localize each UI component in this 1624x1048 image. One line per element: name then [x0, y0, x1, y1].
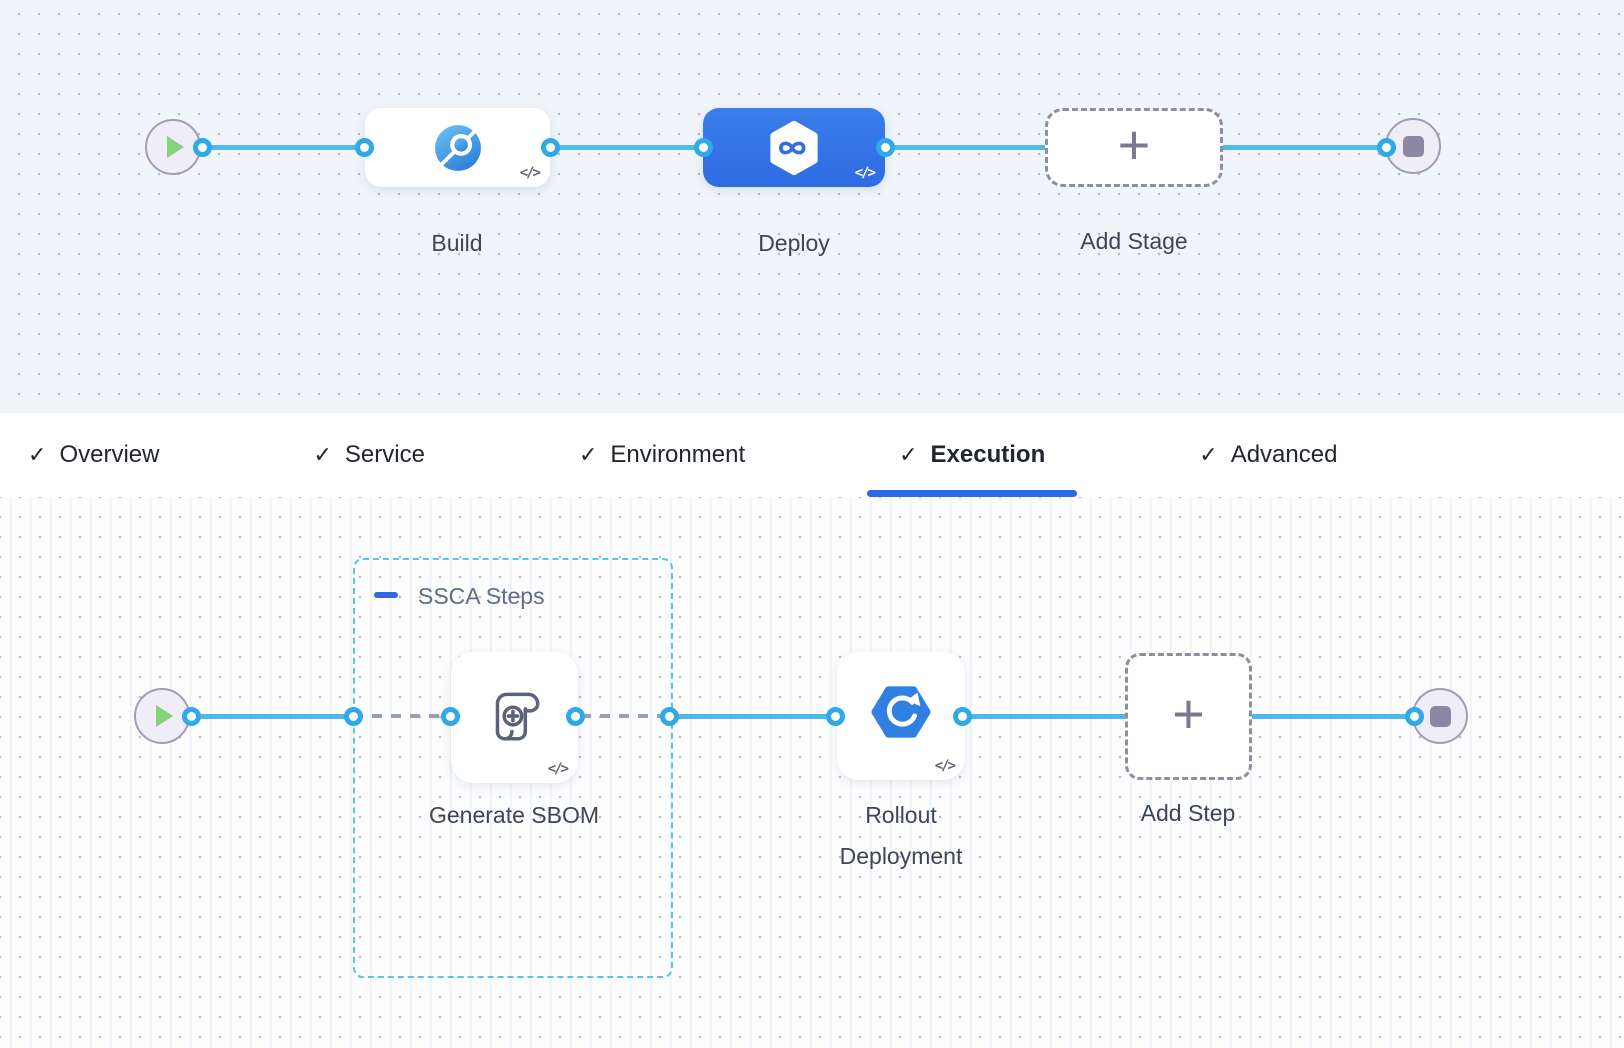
stop-icon: [1429, 705, 1451, 727]
plus-icon: +: [1117, 112, 1151, 176]
stage-node-deploy[interactable]: </>: [703, 108, 885, 187]
exec-edge-line: [669, 714, 1414, 719]
connector-dot: [1377, 138, 1396, 157]
connector-dot: [694, 138, 713, 157]
connector-dot: [344, 707, 363, 726]
stage-config-tabbar: ✓ Overview ✓ Service ✓ Environment ✓ Exe…: [0, 413, 1624, 497]
tab-label: Overview: [59, 441, 160, 468]
connector-dot: [566, 707, 585, 726]
cd-deploy-icon: [770, 120, 818, 175]
play-icon: [156, 705, 173, 727]
tab-advanced[interactable]: ✓ Advanced: [1177, 413, 1359, 497]
stage-label-deploy: Deploy: [758, 230, 830, 256]
check-icon: ✓: [578, 442, 598, 467]
step-node-generate-sbom[interactable]: </>: [451, 652, 578, 783]
connector-dot: [660, 707, 679, 726]
code-icon: </>: [934, 758, 956, 774]
plus-icon: +: [1172, 681, 1205, 745]
tab-overview[interactable]: ✓ Overview: [6, 413, 181, 497]
tab-label: Environment: [610, 441, 746, 468]
sbom-scroll-icon: [495, 692, 539, 741]
step-group-ssca[interactable]: [353, 558, 673, 978]
code-icon: </>: [519, 165, 541, 181]
add-step-button[interactable]: +: [1125, 653, 1252, 780]
tab-execution[interactable]: ✓ Execution: [867, 413, 1078, 497]
step-label-generate-sbom: Generate SBOM: [428, 802, 600, 828]
active-tab-underline: [867, 490, 1078, 497]
step-node-rollout-deployment[interactable]: </>: [837, 652, 965, 780]
check-icon: ✓: [313, 442, 332, 467]
rollout-icon: [871, 686, 931, 738]
tab-label: Advanced: [1230, 441, 1338, 468]
check-icon: ✓: [28, 442, 47, 467]
step-label-add-step: Add Step: [1140, 800, 1236, 826]
check-icon: ✓: [1199, 442, 1218, 467]
code-icon: </>: [854, 165, 876, 181]
connector-dot: [182, 707, 201, 726]
play-icon: [167, 136, 184, 158]
step-label-rollout-deployment: Rollout Deployment: [839, 802, 963, 869]
step-group-label: SSCA Steps: [418, 583, 545, 609]
code-icon: </>: [547, 761, 569, 777]
stage-graph-canvas[interactable]: </> </> + Build Deploy Add Stage: [0, 0, 1624, 413]
check-icon: ✓: [899, 442, 918, 467]
stage-label-add-stage: Add Stage: [1080, 228, 1188, 254]
tab-label: Execution: [930, 441, 1046, 468]
add-stage-button[interactable]: +: [1045, 108, 1223, 187]
connector-dot: [876, 138, 895, 157]
connector-dot: [355, 138, 374, 157]
connector-dot: [953, 707, 972, 726]
tab-environment[interactable]: ✓ Environment: [557, 413, 767, 497]
stage-node-build[interactable]: </>: [365, 108, 550, 187]
pipeline-start-node: [145, 119, 201, 175]
connector-dot: [193, 138, 212, 157]
connector-dot: [441, 707, 460, 726]
collapse-group-icon[interactable]: [374, 592, 398, 598]
connector-dot: [826, 707, 845, 726]
connector-dot: [541, 138, 560, 157]
execution-graph-canvas[interactable]: SSCA Steps </> </> +: [0, 497, 1624, 1048]
ci-build-icon: [434, 124, 481, 171]
tab-label: Service: [344, 441, 425, 468]
stop-icon: [1402, 135, 1424, 157]
tab-service[interactable]: ✓ Service: [291, 413, 446, 497]
connector-dot: [1405, 707, 1424, 726]
stage-label-build: Build: [431, 230, 483, 256]
exec-edge-line: [191, 714, 353, 719]
